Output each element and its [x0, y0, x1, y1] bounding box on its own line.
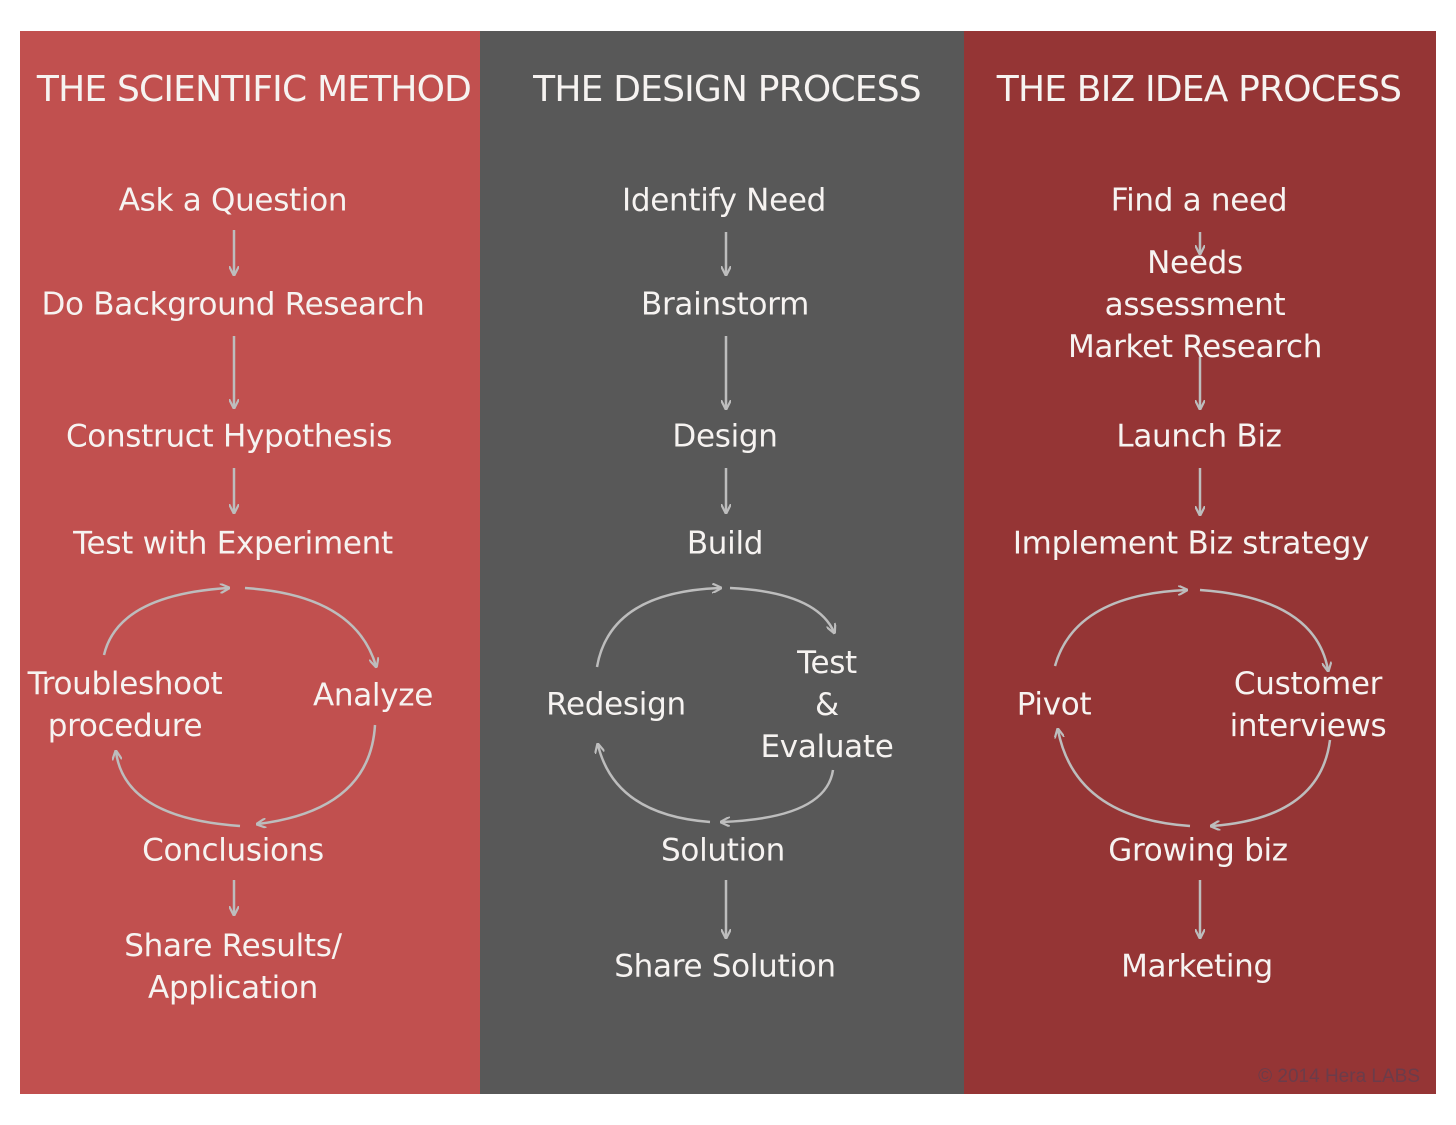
step-pivot: Pivot: [1016, 686, 1092, 723]
step-build: Build: [686, 525, 764, 562]
step-share-solution: Share Solution: [614, 948, 836, 985]
step-ask-question: Ask a Question: [118, 182, 348, 219]
scientific-method-panel: [20, 31, 480, 1094]
step-test-evaluate: Test & Evaluate: [760, 644, 894, 766]
step-brainstorm: Brainstorm: [641, 286, 809, 323]
step-share-results: Share Results/ Application: [124, 927, 342, 1006]
step-design: Design: [672, 418, 778, 455]
copyright-notice: © 2014 Hera LABS: [1258, 1066, 1420, 1087]
step-launch-biz: Launch Biz: [1116, 418, 1282, 455]
scientific-method-title: THE SCIENTIFIC METHOD: [36, 69, 472, 110]
step-find-need: Find a need: [1110, 182, 1288, 219]
step-conclusions: Conclusions: [142, 832, 324, 869]
step-redesign: Redesign: [546, 686, 686, 723]
step-marketing: Marketing: [1121, 948, 1273, 985]
design-process-title: THE DESIGN PROCESS: [533, 69, 922, 110]
step-customer-interviews: Customer interviews: [1229, 665, 1387, 744]
step-construct-hypothesis: Construct Hypothesis: [65, 418, 393, 455]
step-analyze: Analyze: [312, 677, 434, 714]
step-identify-need: Identify Need: [622, 182, 826, 219]
step-implement-strategy: Implement Biz strategy: [1012, 525, 1370, 562]
step-needs-assessment: Needs assessment Market Research: [1067, 244, 1323, 366]
step-solution: Solution: [661, 832, 785, 869]
biz-process-title: THE BIZ IDEA PROCESS: [996, 69, 1402, 110]
step-growing-biz: Growing biz: [1108, 832, 1288, 869]
design-process-panel: [480, 31, 964, 1094]
step-background-research: Do Background Research: [41, 286, 425, 323]
step-test-experiment: Test with Experiment: [73, 525, 393, 562]
step-troubleshoot: Troubleshoot procedure: [27, 665, 223, 744]
